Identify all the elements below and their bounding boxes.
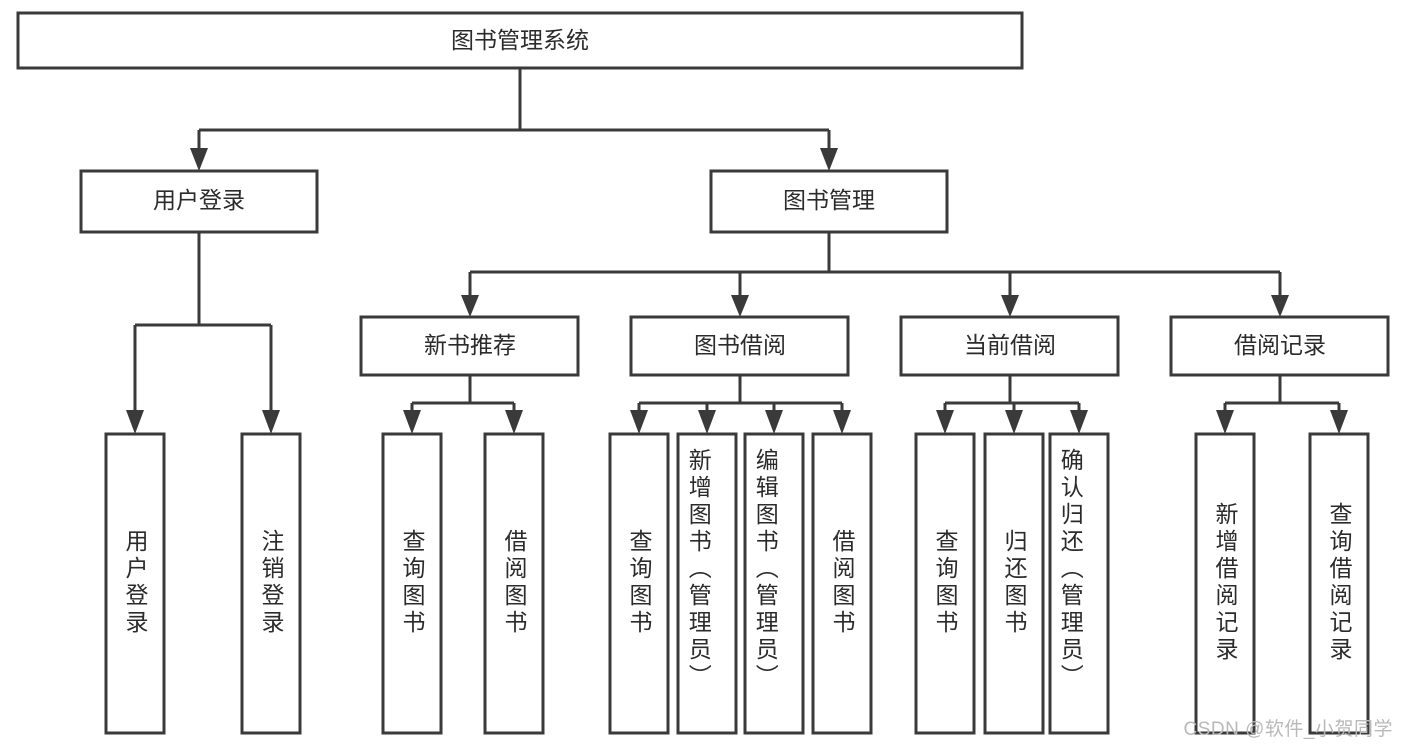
node-leaf-query-book-2-box[interactable] (608, 432, 670, 735)
node-root-box[interactable] (16, 11, 1024, 70)
arrow-head-leaf-query-book-3 (936, 410, 954, 434)
node-borrow-record-box[interactable] (1169, 315, 1390, 377)
arrow-head-current-borrow (1001, 295, 1019, 317)
node-leaf-edit-book-box[interactable] (743, 432, 805, 735)
node-root-label: 图书管理系统 (451, 27, 589, 53)
node-user-login-box[interactable] (79, 169, 319, 234)
node-leaf-confirm-return-label: 确认归还（管理员） (1057, 448, 1084, 691)
node-leaf-logout-login-label: 注销登录 (258, 529, 285, 637)
node-book-borrow-label: 图书借阅 (694, 332, 786, 358)
node-new-book-recommend-label: 新书推荐 (424, 332, 516, 358)
node-leaf-return-book[interactable]: 归还图书 (983, 432, 1045, 735)
node-leaf-add-record[interactable]: 新增借阅记录 (1194, 432, 1256, 735)
node-book-borrow-box[interactable] (629, 315, 850, 377)
node-borrow-record-label: 借阅记录 (1234, 332, 1326, 358)
node-current-borrow[interactable]: 当前借阅 (899, 315, 1120, 377)
arrow-head-leaf-return-book (1005, 410, 1023, 434)
node-leaf-user-login-box[interactable] (104, 432, 166, 735)
arrow-head-book-management (820, 148, 838, 171)
node-leaf-add-book-box[interactable] (676, 432, 738, 735)
arrow-head-leaf-add-record (1216, 410, 1234, 434)
node-leaf-user-login-label: 用户登录 (122, 529, 149, 637)
node-leaf-edit-book-label: 编辑图书（管理员） (752, 448, 779, 691)
node-leaf-borrow-book-2[interactable]: 借阅图书 (811, 432, 873, 735)
node-user-login-label: 用户登录 (153, 187, 245, 213)
node-leaf-query-book-3-label: 查询图书 (932, 529, 959, 637)
node-current-borrow-box[interactable] (899, 315, 1120, 377)
node-leaf-borrow-book-2-label: 借阅图书 (829, 529, 856, 637)
node-leaf-borrow-book-2-box[interactable] (811, 432, 873, 735)
arrow-head-leaf-query-book-1 (403, 410, 421, 434)
node-leaf-logout-login-box[interactable] (240, 432, 302, 735)
node-leaf-edit-book[interactable]: 编辑图书（管理员） (743, 432, 805, 735)
node-leaf-query-book-1[interactable]: 查询图书 (381, 432, 443, 735)
node-leaf-add-record-label: 新增借阅记录 (1212, 502, 1239, 664)
node-leaf-add-book-label: 新增图书（管理员） (685, 448, 712, 691)
node-leaf-return-book-label: 归还图书 (1001, 529, 1028, 637)
arrow-head-leaf-borrow-book-1 (505, 410, 523, 434)
node-leaf-add-book[interactable]: 新增图书（管理员） (676, 432, 738, 735)
arrow-head-leaf-add-book (698, 410, 716, 434)
arrow-head-new-book-recommend (461, 295, 479, 317)
node-leaf-return-book-box[interactable] (983, 432, 1045, 735)
node-borrow-record[interactable]: 借阅记录 (1169, 315, 1390, 377)
node-leaf-query-book-2[interactable]: 查询图书 (608, 432, 670, 735)
arrow-head-leaf-user-login (126, 410, 144, 434)
node-leaf-query-record-box[interactable] (1308, 432, 1370, 735)
node-user-login[interactable]: 用户登录 (79, 169, 319, 234)
node-leaf-query-record[interactable]: 查询借阅记录 (1308, 432, 1370, 735)
node-leaf-add-record-box[interactable] (1194, 432, 1256, 735)
node-new-book-recommend[interactable]: 新书推荐 (359, 315, 580, 377)
arrow-head-leaf-edit-book (765, 410, 783, 434)
arrow-head-book-borrow (731, 295, 749, 317)
arrow-head-leaf-confirm-return (1070, 410, 1088, 434)
arrow-head-leaf-logout-login (262, 410, 280, 434)
arrow-head-leaf-borrow-book-2 (833, 410, 851, 434)
node-new-book-recommend-box[interactable] (359, 315, 580, 377)
node-current-borrow-label: 当前借阅 (964, 332, 1056, 358)
node-leaf-query-book-2-label: 查询图书 (626, 529, 653, 637)
connector-layer (126, 68, 1348, 434)
node-leaf-confirm-return-box[interactable] (1048, 432, 1110, 735)
node-book-management-label: 图书管理 (783, 187, 875, 213)
node-leaf-user-login[interactable]: 用户登录 (104, 432, 166, 735)
node-leaf-query-book-1-label: 查询图书 (399, 529, 426, 637)
node-leaf-query-book-1-box[interactable] (381, 432, 443, 735)
node-leaf-query-record-label: 查询借阅记录 (1326, 502, 1353, 664)
arrow-head-leaf-query-record (1330, 410, 1348, 434)
node-leaf-borrow-book-1-label: 借阅图书 (501, 529, 528, 637)
arrow-head-user-login (190, 148, 208, 171)
node-leaf-logout-login[interactable]: 注销登录 (240, 432, 302, 735)
node-leaf-query-book-3-box[interactable] (914, 432, 976, 735)
node-leaf-borrow-book-1-box[interactable] (483, 432, 545, 735)
node-book-management[interactable]: 图书管理 (709, 169, 949, 234)
node-book-management-box[interactable] (709, 169, 949, 234)
node-leaf-confirm-return[interactable]: 确认归还（管理员） (1048, 432, 1110, 735)
arrow-head-borrow-record (1271, 295, 1289, 317)
node-book-borrow[interactable]: 图书借阅 (629, 315, 850, 377)
node-leaf-query-book-3[interactable]: 查询图书 (914, 432, 976, 735)
node-leaf-borrow-book-1[interactable]: 借阅图书 (483, 432, 545, 735)
node-root[interactable]: 图书管理系统 (16, 11, 1024, 70)
arrow-head-leaf-query-book-2 (630, 410, 648, 434)
